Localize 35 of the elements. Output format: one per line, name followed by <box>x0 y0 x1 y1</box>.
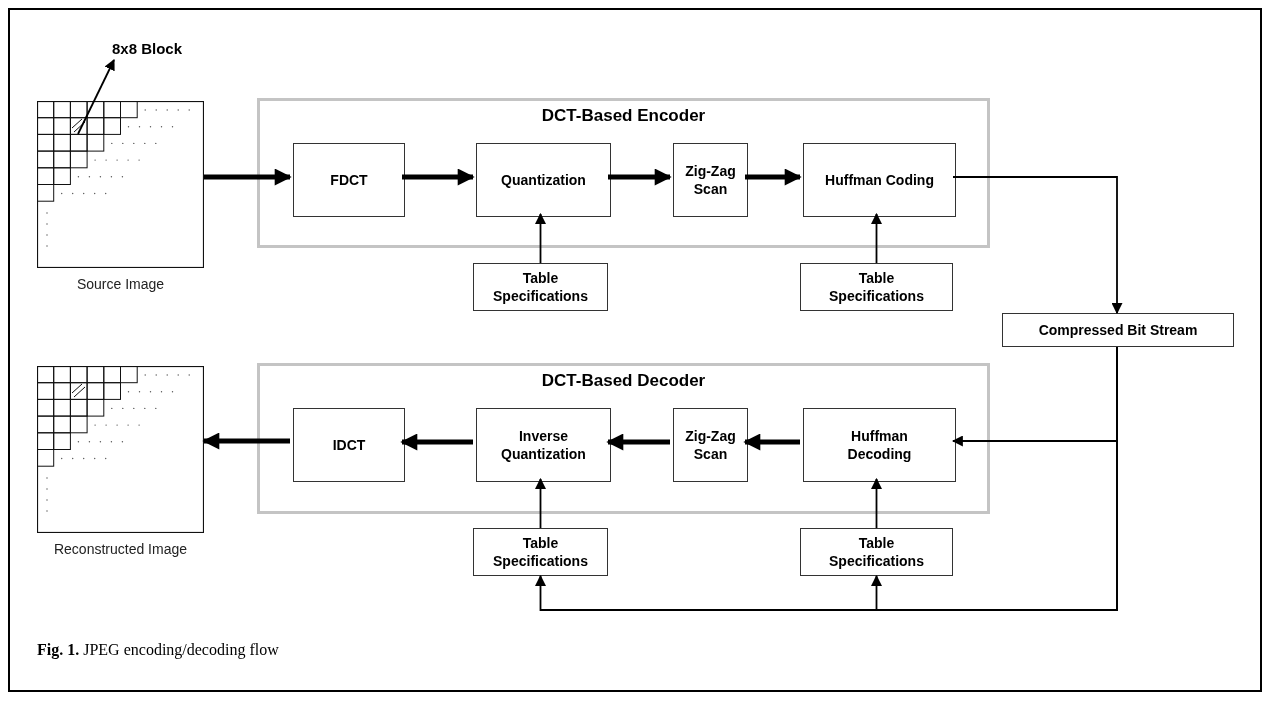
process-box: Inverse Quantization <box>476 408 611 482</box>
image-caption: Reconstructed Image <box>52 540 189 559</box>
arrow <box>402 168 475 186</box>
process-box: Huffman Coding <box>803 143 956 217</box>
arrow <box>77 59 115 135</box>
process-box: Zig-Zag Scan <box>673 143 748 217</box>
group-frame <box>257 363 990 514</box>
group-title: DCT-Based Decoder <box>540 370 707 392</box>
arrow <box>952 176 1123 315</box>
arrow <box>871 477 882 529</box>
process-box: Table Specifications <box>800 263 953 311</box>
process-box: Zig-Zag Scan <box>673 408 748 482</box>
process-box: IDCT <box>293 408 405 482</box>
arrow <box>204 168 292 186</box>
image-caption: Source Image <box>75 275 166 294</box>
process-box: Table Specifications <box>473 528 608 576</box>
process-box: Table Specifications <box>473 263 608 311</box>
process-box: Compressed Bit Stream <box>1002 313 1234 347</box>
arrow <box>535 477 546 529</box>
arrow <box>745 168 802 186</box>
process-box: Table Specifications <box>800 528 953 576</box>
process-box: Quantization <box>476 143 611 217</box>
arrow <box>400 433 473 451</box>
arrow <box>535 212 546 264</box>
block-label: 8x8 Block <box>112 38 212 60</box>
arrow <box>608 168 672 186</box>
group-frame <box>257 98 990 248</box>
figure-caption: Fig. 1. JPEG encoding/decoding flow <box>37 640 279 661</box>
arrow <box>606 433 670 451</box>
process-box: Huffman Decoding <box>803 408 956 482</box>
arrow <box>743 433 800 451</box>
group-title: DCT-Based Encoder <box>540 105 707 127</box>
arrow <box>871 212 882 264</box>
process-box: FDCT <box>293 143 405 217</box>
arrow <box>202 432 290 450</box>
